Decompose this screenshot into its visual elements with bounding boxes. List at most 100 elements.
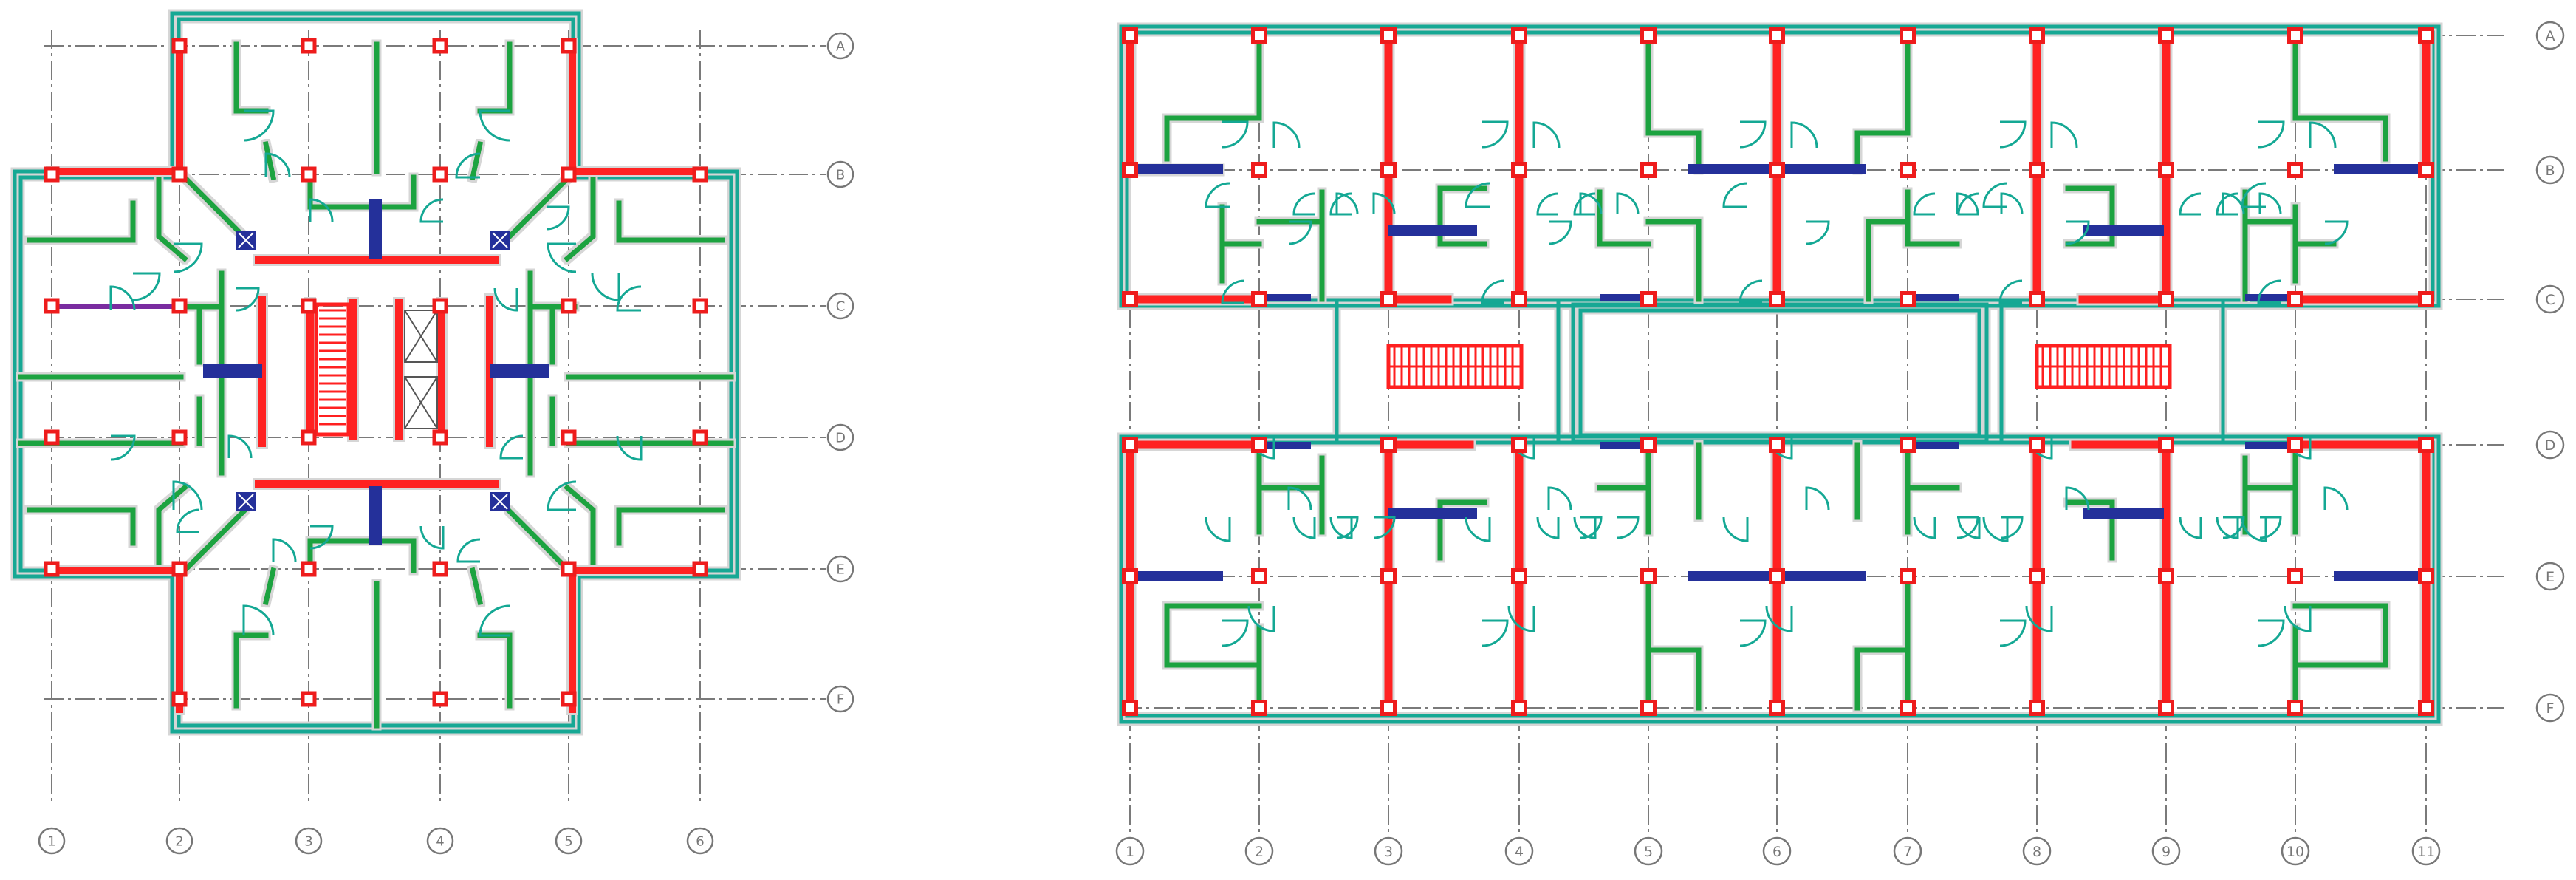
- right-col-bubble-10: 10: [2281, 836, 2310, 866]
- left-column-16: [44, 429, 60, 446]
- left-row-bubble-C-circle: [826, 292, 854, 320]
- right-column-r1-c9: [2287, 162, 2303, 178]
- right-door-4: [1221, 279, 1245, 304]
- right-door-34: [1998, 279, 2023, 304]
- right-door-49: [2284, 605, 2312, 632]
- left-column-22: [44, 561, 60, 577]
- right-column-r1-c7: [2029, 162, 2045, 178]
- left-row-bubble-A: A: [826, 32, 854, 60]
- right-door-78: [2216, 192, 2238, 216]
- right-door-51: [1335, 192, 1359, 215]
- left-column-9: [692, 166, 708, 183]
- right-column-r3-c10: [2418, 437, 2434, 453]
- right-door-20: [1739, 120, 1767, 149]
- left-door-6: [236, 287, 260, 312]
- left-col-bubble-2-circle: [165, 827, 193, 855]
- right-column-r3-c8: [2158, 437, 2174, 453]
- left-row-bubble-C: C: [826, 292, 854, 320]
- left-row-bubble-F: F: [826, 685, 854, 713]
- right-col-bubble-4-label: 4: [1515, 844, 1524, 860]
- right-door-0: [1222, 120, 1249, 149]
- right-door-50: [1292, 192, 1315, 216]
- left-column-31: [561, 691, 577, 707]
- right-column-r1-c3: [1511, 162, 1527, 178]
- left-coupling-beams: [203, 199, 549, 545]
- left-column-4: [44, 166, 60, 183]
- right-coupling-beam-7: [1388, 508, 1477, 519]
- right-row-bubble-D-label: D: [2545, 437, 2556, 454]
- left-col-bubble-1-circle: [38, 827, 66, 855]
- right-column-r1-c6: [1900, 162, 1916, 178]
- left-col-bubble-2-label: 2: [175, 833, 183, 849]
- right-column-r2-c0: [1122, 291, 1138, 307]
- right-column-r4-c1: [1251, 568, 1267, 584]
- left-row-bubble-E: E: [826, 555, 854, 583]
- right-column-r3-c0: [1122, 437, 1138, 453]
- right-row-bubble-F-label: F: [2546, 700, 2555, 717]
- right-door-2: [1205, 182, 1230, 208]
- left-col-bubble-3: 3: [295, 827, 323, 855]
- left-door-20: [309, 198, 334, 222]
- right-door-48: [2258, 619, 2285, 647]
- right-door-68: [1913, 516, 1936, 539]
- right-column-r0-c2: [1380, 27, 1397, 44]
- right-door-31: [2050, 121, 2078, 149]
- right-column-r3-c3: [1511, 437, 1527, 453]
- left-col-bubble-5-circle: [555, 827, 583, 855]
- right-door-40: [2258, 120, 2285, 149]
- left-column-14: [561, 298, 577, 314]
- left-column-2: [432, 38, 448, 54]
- right-coupling-beams: [1136, 164, 2421, 581]
- right-column-r1-c2: [1380, 162, 1397, 178]
- right-col-bubble-3: 3: [1374, 836, 1403, 866]
- right-column-r3-c6: [1900, 437, 1916, 453]
- right-coupling-beam-13: [1600, 294, 1651, 301]
- right-door-58: [1536, 192, 1559, 216]
- right-door-18: [1481, 619, 1509, 647]
- right-col-bubble-4-circle: [1504, 836, 1534, 866]
- right-column-r1-c1: [1251, 162, 1267, 178]
- right-col-bubble-6-circle: [1762, 836, 1792, 866]
- right-door-74: [2179, 192, 2202, 216]
- right-col-bubble-11: 11: [2411, 836, 2441, 866]
- left-door-19: [616, 285, 642, 312]
- right-coupling-beam-9: [1784, 571, 1866, 581]
- right-door-8: [1222, 619, 1249, 647]
- right-door-17: [1547, 486, 1572, 511]
- right-column-r2-c2: [1380, 291, 1397, 307]
- right-door-71: [2000, 192, 2024, 215]
- right-door-26: [1722, 516, 1749, 542]
- left-door-14: [242, 604, 275, 636]
- left-door-1: [479, 109, 510, 142]
- right-column-r5-c10: [2418, 700, 2434, 716]
- right-door-39: [2025, 605, 2053, 632]
- right-row-bubble-B-circle: [2535, 155, 2565, 185]
- right-row-bubble-D-circle: [2535, 430, 2565, 460]
- right-door-66: [1913, 192, 1936, 216]
- right-door-72: [1957, 516, 1981, 539]
- right-column-r5-c1: [1251, 700, 1267, 716]
- right-door-27: [1805, 486, 1830, 511]
- right-door-55: [1372, 192, 1396, 215]
- right-coupling-beam-15: [2245, 294, 2297, 301]
- right-door-67: [1956, 192, 1979, 215]
- right-door-75: [2222, 192, 2245, 215]
- left-col-bubble-3-circle: [295, 827, 323, 855]
- left-row-bubble-C-label: C: [836, 299, 846, 314]
- right-col-bubble-5-circle: [1634, 836, 1663, 866]
- right-column-r5-c4: [1640, 700, 1657, 716]
- left-door-0: [243, 109, 275, 142]
- right-door-56: [1329, 516, 1353, 539]
- left-column-30: [432, 691, 448, 707]
- right-col-bubble-10-circle: [2281, 836, 2310, 866]
- right-column-r2-c1: [1251, 291, 1267, 307]
- right-column-r3-c7: [2029, 437, 2045, 453]
- right-col-bubble-7-label: 7: [1903, 844, 1912, 860]
- left-door-23: [419, 525, 445, 550]
- right-col-bubble-6-label: 6: [1772, 844, 1781, 860]
- right-col-bubble-9-label: 9: [2162, 844, 2171, 860]
- right-coupling-beam-5: [2334, 164, 2421, 174]
- left-column-1: [301, 38, 317, 54]
- left-boxed-ducts: [238, 232, 508, 510]
